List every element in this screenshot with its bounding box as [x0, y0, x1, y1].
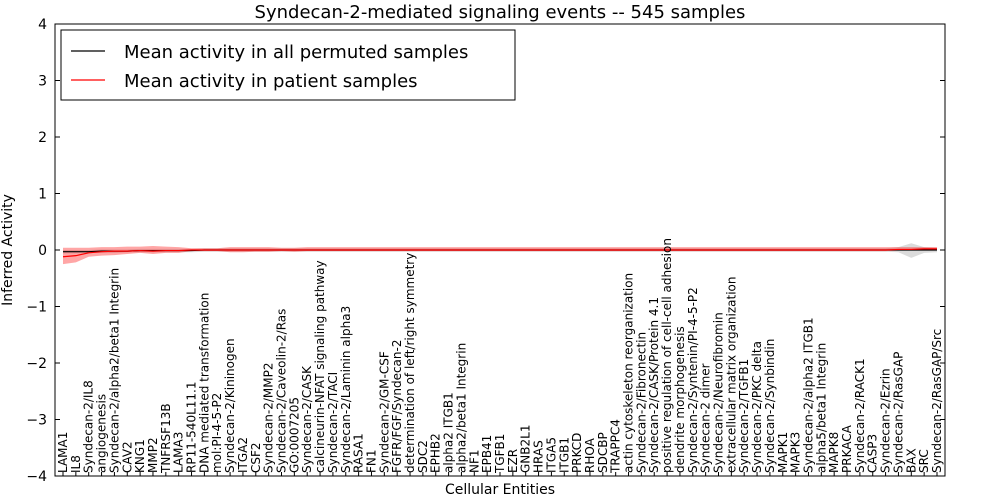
x-tick-label: Syndecan-2/Neurofibromin — [712, 312, 726, 473]
x-tick-label: EZR — [506, 449, 520, 473]
x-axis: LAMA1IL8Syndecan-2/IL8angiogenesisSyndec… — [56, 238, 944, 476]
x-tick-label: EPHB2 — [429, 433, 443, 473]
x-tick-label: CSF2 — [249, 442, 263, 473]
x-tick-label: Syndecan-2/PKC delta — [750, 341, 764, 473]
chart-title: Syndecan-2-mediated signaling events -- … — [255, 2, 746, 23]
x-tick-label: KNG1 — [133, 439, 147, 473]
x-tick-label: GO:0007205 — [287, 397, 301, 473]
x-tick-label: ITGA2 — [236, 437, 250, 473]
x-tick-label: Syndecan-2/Fibronectin — [634, 332, 648, 473]
x-tick-label: Syndecan-2/Kininogen — [223, 338, 237, 473]
x-tick-label: TRAPPC4 — [609, 419, 623, 474]
x-tick-label: DNA mediated transformation — [197, 293, 211, 473]
y-tick-label: 0 — [38, 243, 47, 259]
x-tick-label: FGFR/FGF/Syndecan-2 — [390, 340, 404, 473]
legend-label-permuted: Mean activity in all permuted samples — [124, 42, 468, 63]
x-tick-label: Syndecan-2/TGFB1 — [737, 359, 751, 473]
y-tick-label: −3 — [26, 413, 47, 429]
x-tick-label: alpha2/beta1 Integrin — [454, 343, 468, 473]
x-tick-label: Syndecan-2/Laminin alpha3 — [339, 306, 353, 473]
x-tick-label: Syndecan-2/GM-CSF — [377, 351, 391, 473]
x-tick-label: FN1 — [364, 449, 378, 473]
legend-box — [60, 29, 516, 101]
x-tick-label: LAMA3 — [172, 432, 186, 473]
x-tick-label: MAPK3 — [789, 432, 803, 473]
x-tick-label: IL8 — [69, 455, 83, 473]
x-tick-label: CAV2 — [120, 441, 134, 473]
x-tick-label: LAMA1 — [56, 432, 70, 473]
y-tick-label: −1 — [26, 300, 47, 316]
x-tick-label: Syndecan-2/RasGAP/Src — [930, 329, 944, 473]
y-axis: 4 3 2 1 0 −1 −2 −3 −4 — [26, 17, 945, 485]
x-tick-label: BAX — [904, 448, 918, 473]
x-tick-label: angiogenesis — [95, 394, 109, 473]
x-tick-label: MAPK1 — [776, 432, 790, 473]
x-tick-label: SRC — [917, 449, 931, 473]
y-tick-label: 3 — [38, 74, 47, 90]
x-tick-label: SDC2 — [416, 440, 430, 473]
x-tick-label: ITGB1 — [557, 437, 571, 473]
x-tick-label: Syndecan-2/MMP2 — [262, 363, 276, 473]
x-axis-label: Cellular Entities — [445, 482, 555, 498]
x-tick-label: determination of left/right symmetry — [403, 253, 417, 473]
x-tick-label: Syndecan-2/CASK/Protein 4.1 — [647, 297, 661, 473]
x-tick-label: positive regulation of cell-cell adhesio… — [660, 238, 674, 473]
x-tick-label: mol:PI-4-5-P2 — [210, 393, 224, 473]
x-tick-label: SDCBP — [596, 432, 610, 473]
x-tick-label: ITGA5 — [544, 437, 558, 473]
y-tick-label: −2 — [26, 356, 47, 372]
y-tick-label: −4 — [26, 469, 47, 485]
x-tick-label: EPB41 — [480, 435, 494, 473]
x-tick-label: MAPK8 — [827, 432, 841, 473]
x-tick-label: extracellular matrix organization — [724, 277, 738, 474]
x-tick-label: Syndecan-2/TACI — [326, 372, 340, 473]
x-tick-label: Syndecan-2/Syntenin/PI-4-5-P2 — [686, 287, 700, 473]
x-tick-label: Syndecan-2/RasGAP — [891, 352, 905, 473]
x-tick-label: alpha2 ITGB1 — [442, 392, 456, 473]
x-tick-label: NF1 — [467, 449, 481, 473]
legend-label-patient: Mean activity in patient samples — [124, 71, 418, 92]
x-tick-label: Syndecan-2/RACK1 — [853, 358, 867, 473]
x-tick-label: Syndecan-2 dimer — [699, 363, 713, 473]
x-tick-label: RP11-540L11.1 — [185, 382, 199, 473]
x-tick-label: alpha5/beta1 Integrin — [814, 343, 828, 473]
x-tick-label: dendrite morphogenesis — [673, 326, 687, 473]
x-tick-label: Syndecan-2/CASK — [300, 365, 314, 473]
x-tick-label: RHOA — [583, 437, 597, 473]
y-axis-label: Inferred Activity — [0, 194, 16, 306]
x-tick-label: Syndecan-2/IL8 — [82, 380, 96, 473]
x-tick-label: Syndecan-2/alpha2 ITGB1 — [801, 317, 815, 473]
x-tick-label: Syndecan-2/Ezrin — [879, 368, 893, 473]
band-series-1 — [63, 246, 937, 265]
x-tick-label: HRAS — [532, 440, 546, 473]
series-lines — [62, 248, 937, 258]
line-series-1 — [62, 248, 937, 258]
x-tick-label: Syndecan-2/Synbindin — [763, 339, 777, 473]
x-tick-label: RASA1 — [352, 433, 366, 473]
legend: Mean activity in all permuted samples Me… — [60, 29, 516, 101]
x-tick-label: calcineurin-NFAT signaling pathway — [313, 260, 327, 473]
x-tick-label: CASP3 — [866, 434, 880, 473]
confidence-bands — [63, 243, 937, 265]
y-tick-label: 1 — [38, 187, 47, 203]
y-tick-label: 2 — [38, 130, 47, 146]
x-tick-label: TNFRSF13B — [159, 403, 173, 474]
x-tick-label: PRKCD — [570, 433, 584, 473]
x-tick-label: actin cytoskeleton reorganization — [622, 273, 636, 473]
y-tick-label: 4 — [38, 17, 47, 33]
x-tick-label: PRKACA — [840, 424, 854, 473]
x-tick-label: Syndecan-2/Caveolin-2/Ras — [275, 309, 289, 473]
x-tick-label: GNB2L1 — [519, 425, 533, 473]
x-tick-label: TGFB1 — [493, 434, 507, 474]
x-tick-label: Syndecan-2/alpha2/beta1 Integrin — [107, 268, 121, 473]
x-tick-label: MMP2 — [146, 437, 160, 473]
